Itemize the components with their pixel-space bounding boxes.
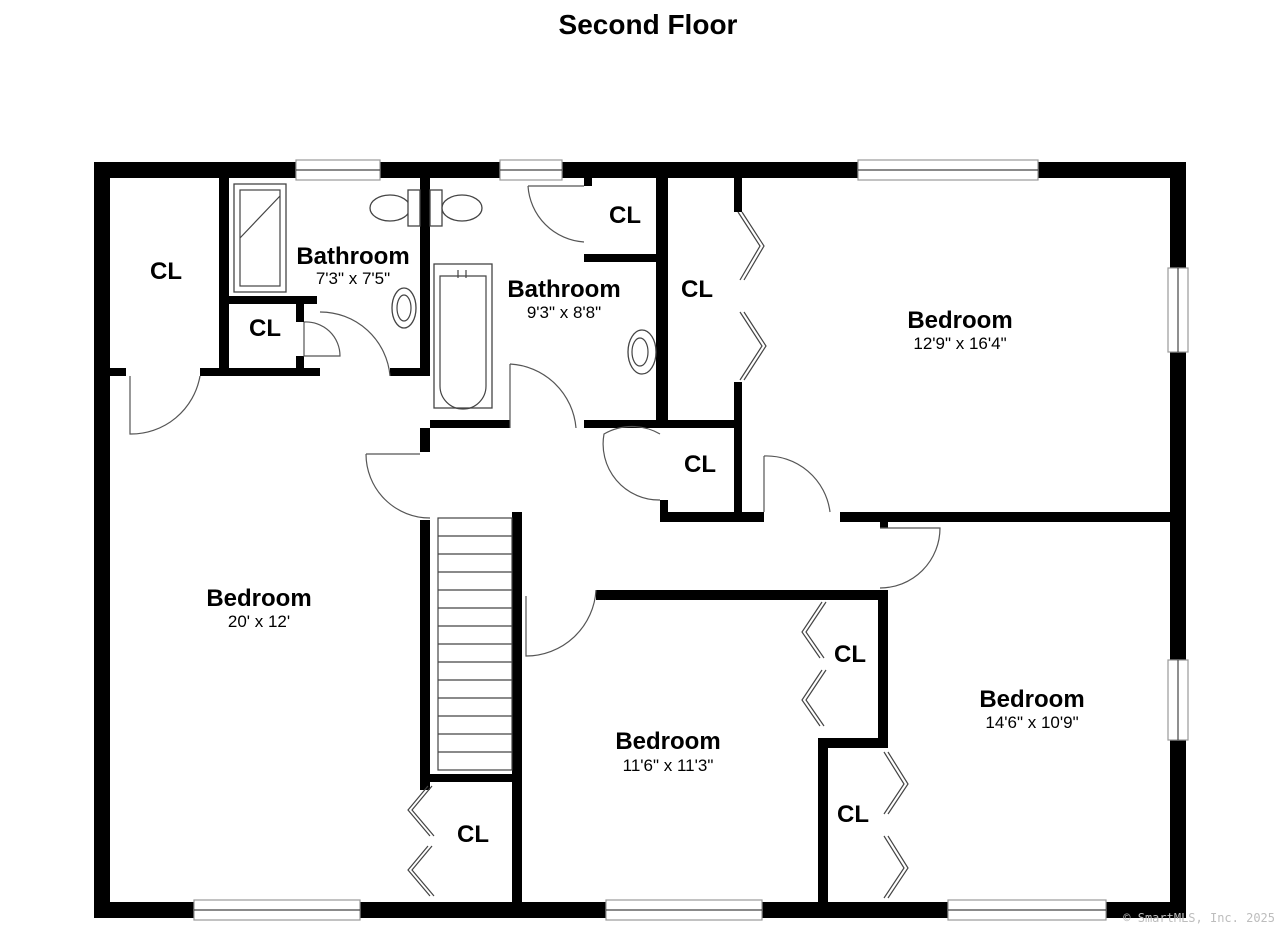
closet-label: CL <box>681 276 713 303</box>
closet-label: CL <box>684 451 716 478</box>
sink <box>391 287 417 329</box>
bathroom-fixtures <box>233 183 657 410</box>
room-dimensions: 7'3" x 7'5" <box>316 269 390 288</box>
windows <box>193 159 1189 921</box>
bedroom-southeast: Bedroom 14'6" x 10'9" <box>979 686 1084 732</box>
bedroom-west: Bedroom 20' x 12' <box>206 585 311 631</box>
bathtub <box>433 263 493 409</box>
staircase <box>437 517 513 771</box>
plan-title: Second Floor <box>559 9 738 40</box>
toilet <box>441 194 483 222</box>
bathroom-large: Bathroom 9'3" x 8'8" <box>507 276 620 322</box>
room-dimensions: 12'9" x 16'4" <box>913 334 1006 353</box>
room-name: Bedroom <box>979 686 1084 713</box>
bedroom-south: Bedroom 11'6" x 11'3" <box>615 728 720 775</box>
room-dimensions: 20' x 12' <box>228 612 290 631</box>
room-dimensions: 9'3" x 8'8" <box>527 303 601 322</box>
room-dimensions: 11'6" x 11'3" <box>623 756 714 775</box>
room-name: Bedroom <box>615 728 720 755</box>
closet-label: CL <box>837 801 869 828</box>
watermark: © SmartMLS, Inc. 2025 <box>1123 911 1275 925</box>
closet-labels: CL CL CL CL CL CL CL CL <box>150 202 869 848</box>
closet-label: CL <box>150 258 182 285</box>
closet-label: CL <box>249 315 281 342</box>
room-name: Bedroom <box>907 307 1012 334</box>
bedroom-northeast: Bedroom 12'9" x 16'4" <box>907 307 1012 353</box>
interior-walls <box>110 178 1170 902</box>
room-name: Bedroom <box>206 585 311 612</box>
room-name: Bathroom <box>507 276 620 303</box>
doors <box>129 185 941 657</box>
closet-label: CL <box>609 202 641 229</box>
closet-label: CL <box>457 821 489 848</box>
bathroom-small: Bathroom 7'3" x 7'5" <box>296 243 409 288</box>
toilet <box>369 194 411 222</box>
closet-label: CL <box>834 641 866 668</box>
room-name: Bathroom <box>296 243 409 270</box>
room-dimensions: 14'6" x 10'9" <box>985 713 1078 732</box>
bifold-doors <box>407 211 909 899</box>
shower <box>233 183 287 293</box>
